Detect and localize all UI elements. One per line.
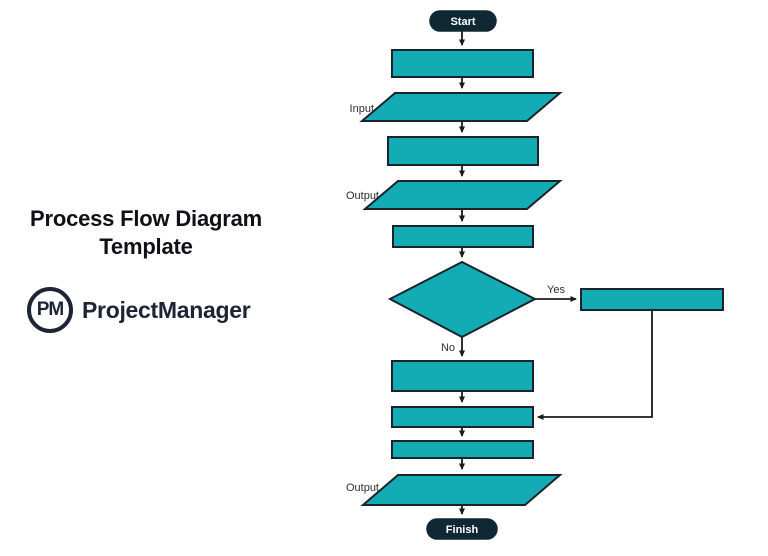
pm-logo-icon: PM <box>27 287 73 333</box>
output-parallelogram-1 <box>362 180 563 210</box>
yes-label: Yes <box>547 284 565 296</box>
start-label: Start <box>450 16 475 28</box>
pm-logo-monogram: PM <box>36 299 64 320</box>
process-4 <box>391 360 534 392</box>
output-label-1: Output <box>346 190 379 202</box>
output-parallelogram-2 <box>360 474 563 506</box>
page-title: Process Flow Diagram Template <box>8 205 284 261</box>
input-label: Input <box>350 103 374 115</box>
no-label: No <box>441 342 455 354</box>
page-title-line1: Process Flow Diagram <box>30 206 262 231</box>
finish-label: Finish <box>446 524 479 536</box>
finish-terminator <box>426 518 498 540</box>
page-title-line2: Template <box>99 234 193 259</box>
process-6 <box>391 440 534 459</box>
decision-diamond <box>387 260 538 339</box>
process-5 <box>391 406 534 428</box>
connector-yes-return <box>537 310 653 420</box>
start-terminator <box>429 10 497 32</box>
process-3 <box>392 225 534 248</box>
input-parallelogram <box>359 92 563 122</box>
output-label-2: Output <box>346 482 379 494</box>
brand-logo: PM ProjectManager <box>27 287 251 333</box>
yes-process <box>580 288 724 311</box>
brand-name: ProjectManager <box>82 296 251 323</box>
process-2 <box>387 136 539 166</box>
process-1 <box>391 49 534 78</box>
